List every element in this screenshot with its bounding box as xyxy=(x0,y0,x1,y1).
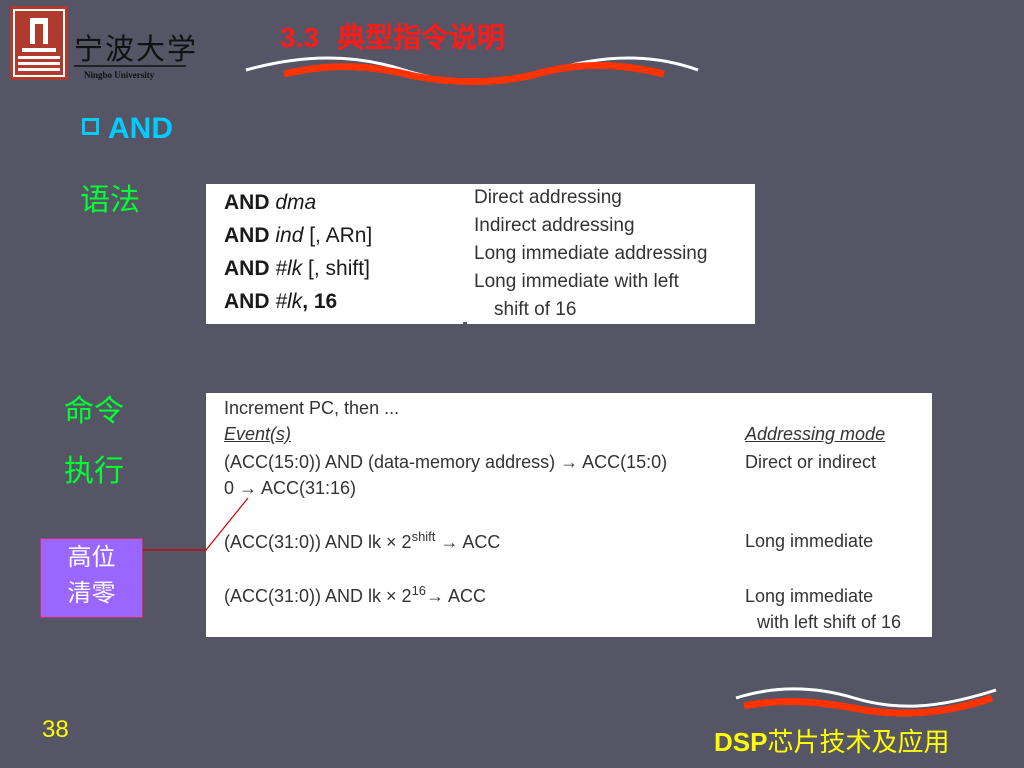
event-row3: (ACC(31:0)) AND lk × 216→ ACC xyxy=(224,583,487,606)
title-text: 典型指令说明 xyxy=(336,21,505,54)
callout-line: 清零 xyxy=(67,579,116,607)
title-wave-decoration xyxy=(245,56,699,86)
course-footer: DSP芯片技术及应用 xyxy=(714,722,949,759)
mode-text: shift of 16 xyxy=(494,299,577,320)
execute-label: 执行 xyxy=(64,454,124,489)
mode-text: Long immediate addressing xyxy=(474,243,708,264)
square-bullet-icon xyxy=(82,118,99,135)
footer-prefix: DSP xyxy=(714,727,768,757)
syntax-row: AND dma xyxy=(224,191,317,214)
footer-wave-decoration xyxy=(735,687,997,717)
mode-row3: Long immediate xyxy=(745,586,874,606)
events-header: Event(s) xyxy=(224,424,292,444)
callout-connector xyxy=(142,497,249,551)
event-row1: (ACC(15:0)) AND (data-memory address) → … xyxy=(224,452,668,472)
mode-text: Direct addressing xyxy=(474,187,622,208)
syntax-row: AND ind [, ARn] xyxy=(224,224,373,247)
callout-line: 高位 xyxy=(67,543,116,571)
page-number: 38 xyxy=(42,716,69,743)
syntax-label: 语法 xyxy=(80,183,140,218)
exec-intro: Increment PC, then ... xyxy=(224,398,400,418)
section-number: 3.3 xyxy=(280,22,319,53)
syntax-row: AND #lk [, shift] xyxy=(224,257,370,280)
callout-note: 高位 清零 xyxy=(40,538,143,618)
university-name-cn: 宁波大学 xyxy=(74,32,199,66)
syntax-table: AND dma AND ind [, ARn] AND #lk [, shift… xyxy=(206,184,755,326)
university-logo xyxy=(10,6,186,80)
instruction-name: AND xyxy=(108,112,173,145)
syntax-modes: Direct addressing Indirect addressing Lo… xyxy=(474,184,707,324)
syntax-forms: AND dma AND ind [, ARn] AND #lk [, shift… xyxy=(224,186,372,318)
command-label: 命令 xyxy=(64,394,124,429)
mode-row1: Direct or indirect xyxy=(745,452,877,472)
instruction-heading: AND xyxy=(82,112,173,146)
event-row1-line2: 0 → ACC(31:16) xyxy=(224,478,357,498)
mode-text: Indirect addressing xyxy=(474,215,635,236)
mode-row2: Long immediate xyxy=(745,531,874,551)
syntax-row: AND #lk, 16 xyxy=(224,290,338,313)
slide-title: 3.3 典型指令说明 xyxy=(280,16,505,56)
execution-table: Increment PC, then ... Event(s) Addressi… xyxy=(206,393,932,637)
mode-row3-line2: with left shift of 16 xyxy=(757,612,902,632)
university-name-en: Ningbo University xyxy=(84,70,155,80)
addressing-mode-header: Addressing mode xyxy=(745,424,886,444)
event-row2: (ACC(31:0)) AND lk × 2shift → ACC xyxy=(224,529,501,552)
mode-text: Long immediate with left xyxy=(474,271,679,292)
footer-text: 芯片技术及应用 xyxy=(767,728,950,758)
